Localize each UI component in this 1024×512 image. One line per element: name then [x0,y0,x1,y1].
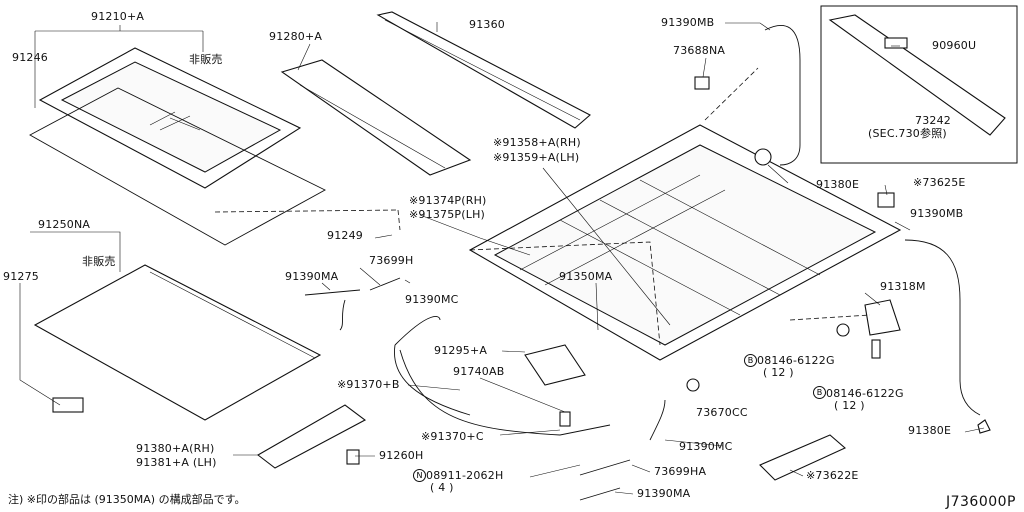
circle-mark-b1: B [744,354,757,367]
rail-91360 [376,11,591,129]
label-91375P: ※91375P(LH) [409,208,486,221]
label-91380E-bottom: 91380E [908,424,952,437]
label-91318M: 91318M [880,280,926,293]
label-91381A: 91381+A (LH) [136,456,217,469]
label-91374P: ※91374P(RH) [409,194,487,207]
small-parts [52,76,991,481]
deflector-91280A [280,59,472,176]
circle-mark-n1: N [413,469,426,482]
footnote: 注) ※印の部品は (91350MA) の構成部品です。 [8,493,246,506]
label-73699HA: 73699HA [654,465,707,478]
label-08146-2: 08146-6122G [826,387,904,400]
label-73699H: 73699H [369,254,414,267]
label-hihanbai-1: 非販売 [189,53,223,66]
diagram-code: J736000P [945,494,1016,510]
label-73625E: ※73625E [913,176,966,189]
label-73622E: ※73622E [806,469,859,482]
drain-hoses [304,25,981,501]
label-73670CC: 73670CC [696,406,748,419]
label-91246: 91246 [12,51,48,64]
label-73242: 73242 [915,114,951,127]
label-91250NA: 91250NA [38,218,91,231]
label-91350MA: 91350MA [559,270,613,283]
label-91210A: 91210+A [91,10,145,23]
label-91380E-top: 91380E [816,178,860,191]
label-91359: ※91359+A(LH) [493,151,580,164]
label-91390MC-mid: 91390MC [405,293,459,306]
sunshade-91250NA [33,264,322,421]
leader-lines [19,22,985,495]
label-91740AB: 91740AB [453,365,505,378]
label-73688NA: 73688NA [673,44,726,57]
label-91370B: ※91370+B [337,378,400,391]
label-91260H: 91260H [379,449,424,462]
seal-91246 [29,87,326,246]
glass-lid-91210A [38,47,302,189]
motor-91295A [524,344,586,427]
label-08146-1-qty: ( 12 ) [763,366,794,379]
cables-91370 [394,316,611,436]
label-90960U: 90960U [932,39,977,52]
circle-mark-b2: B [813,386,826,399]
label-91370C: ※91370+C [421,430,484,443]
inset-box [820,5,1018,164]
label-91360: 91360 [469,18,505,31]
label-sec730: (SEC.730参照) [868,127,947,140]
label-hihanbai-2: 非販売 [82,255,116,268]
label-08911: 08911-2062H [426,469,504,482]
label-91280A: 91280+A [269,30,323,43]
label-91390MB-right: 91390MB [910,207,964,220]
trim-91380A [257,404,367,469]
label-91358: ※91358+A(RH) [493,136,581,149]
label-91390MB-top: 91390MB [661,16,715,29]
label-91275: 91275 [3,270,39,283]
label-91380A: 91380+A(RH) [136,442,215,455]
label-91390MA-low: 91390MA [637,487,691,500]
label-08146-2-qty: ( 12 ) [834,399,865,412]
label-91295A: 91295+A [434,344,488,357]
label-91390MA-left: 91390MA [285,270,339,283]
label-08146-1: 08146-6122G [757,354,835,367]
label-91249: 91249 [327,229,363,242]
frame-91350MA [468,124,902,361]
label-08911-qty: ( 4 ) [430,481,454,494]
label-91390MC-low: 91390MC [679,440,733,453]
